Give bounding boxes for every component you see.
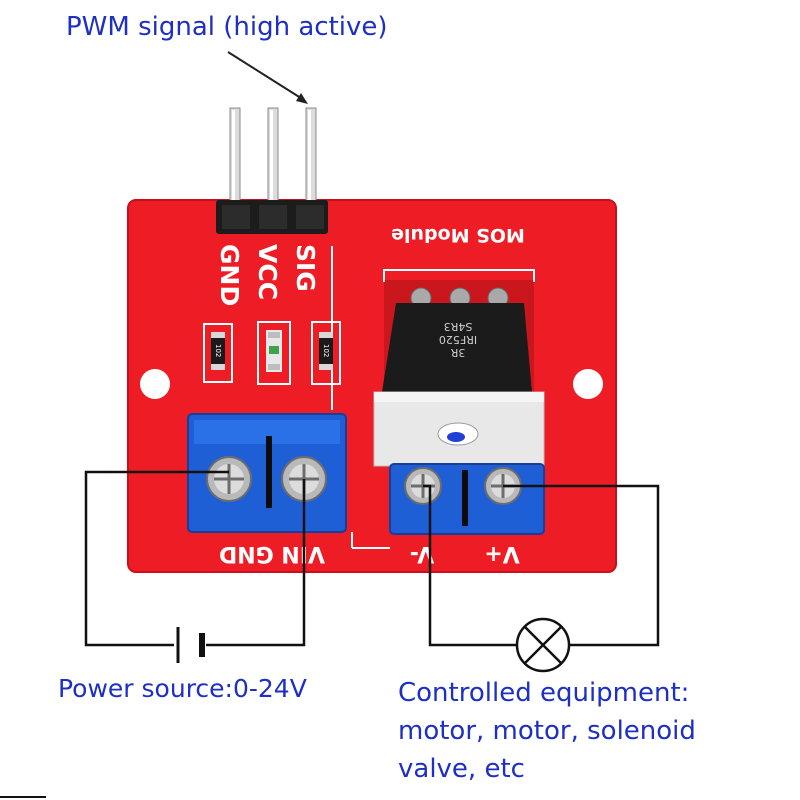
input-terminal-block	[187, 413, 347, 533]
mounting-hole-left	[140, 369, 170, 399]
load-wiring	[423, 484, 660, 647]
module-name-label: MOS Module	[391, 224, 525, 246]
equipment-line-1: Controlled equipment:	[398, 678, 690, 708]
resistor-code-1: 102	[214, 344, 222, 357]
equipment-line-2: motor, motor, solenoid	[398, 716, 696, 746]
battery-symbol	[176, 627, 205, 663]
silkscreen-lines	[331, 246, 535, 549]
controlled-equipment-caption: Controlled equipment: motor, motor, sole…	[398, 674, 696, 788]
equipment-line-3: valve, etc	[398, 754, 525, 784]
power-source-caption: Power source:0-24V	[58, 674, 307, 703]
pointer-arrow	[227, 51, 308, 104]
mounting-hole-right	[573, 369, 603, 399]
svg-text:S4R3: S4R3	[444, 320, 473, 333]
lamp-icon	[515, 617, 571, 673]
input-terminal-label: VIN GND	[219, 541, 325, 566]
header-pin-labels: GND VCC SIG	[215, 244, 320, 306]
pwm-signal-caption: PWM signal (high active)	[66, 12, 388, 42]
pin-label-vcc: VCC	[253, 244, 282, 300]
resistor-code-2: 102	[322, 344, 330, 357]
svg-text:3R: 3R	[450, 346, 465, 359]
output-label-vplus: V+	[484, 541, 519, 566]
smd-components: 102 102	[203, 321, 341, 385]
svg-text:IRF520: IRF520	[439, 333, 477, 346]
mosfet-transistor: IRF520 S4R3 3R	[373, 280, 545, 467]
pin-label-sig: SIG	[291, 244, 320, 292]
power-source-wiring	[84, 470, 306, 647]
pin-header	[216, 107, 328, 234]
pin-label-gnd: GND	[215, 244, 244, 306]
output-terminal-block	[389, 463, 545, 535]
